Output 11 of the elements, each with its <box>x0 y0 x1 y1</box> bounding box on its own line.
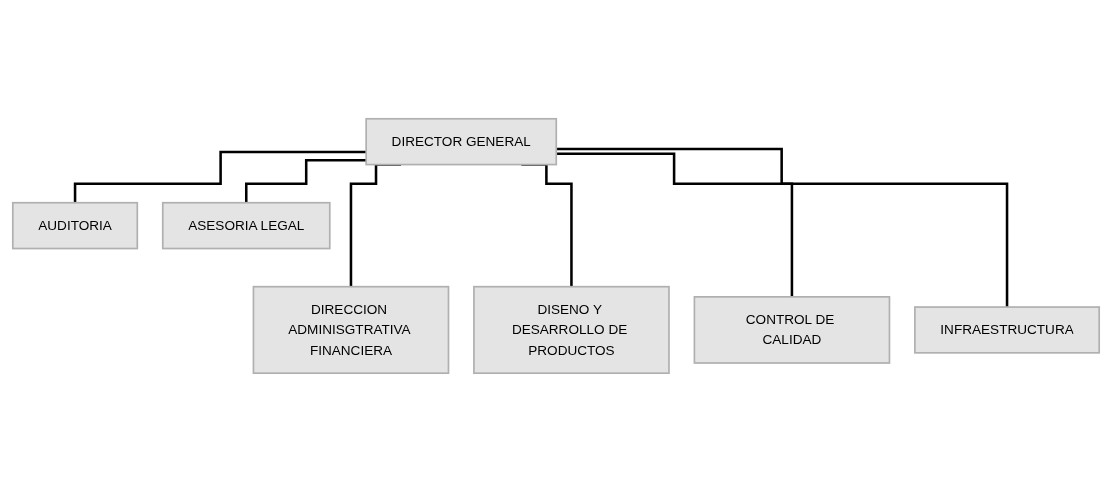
node-box: CONTROL DE CALIDAD <box>693 295 890 364</box>
node-box: ASESORIA LEGAL <box>161 201 331 249</box>
connector <box>73 150 366 204</box>
node-box: DIRECTOR GENERAL <box>364 117 557 165</box>
node-box: DISENO Y DESARROLLO DE PRODUCTOS <box>472 285 670 374</box>
connector <box>555 147 1008 308</box>
node-box: INFRAESTRUCTURA <box>913 305 1100 354</box>
connector <box>244 158 366 204</box>
node-box: AUDITORIA <box>11 201 138 249</box>
node-box: DIRECCION ADMINISGTRATIVA FINANCIERA <box>252 285 449 374</box>
connector <box>555 152 793 298</box>
